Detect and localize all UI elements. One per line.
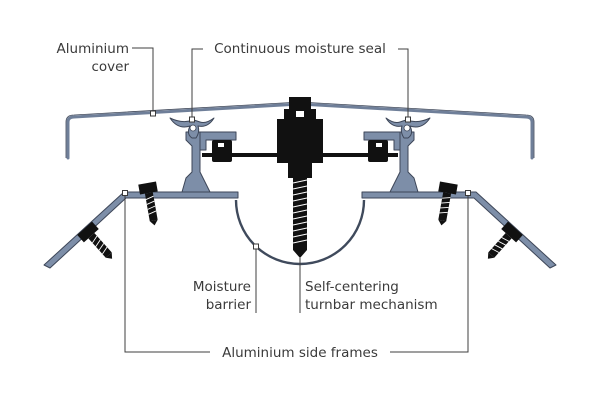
cover-leader: [132, 47, 154, 113]
label-side-frames: Aluminium side frames: [222, 345, 378, 361]
turnbar-thread-lines: [292, 179, 308, 244]
label-barrier-line1: Moisture: [193, 279, 251, 295]
label-cover-line2: cover: [91, 59, 129, 75]
screw-right-inner: [438, 181, 458, 226]
moisture-seal-left: [169, 117, 215, 139]
screw-left-inner: [138, 181, 158, 226]
seal-holder-left: [181, 131, 237, 193]
label-cover-line1: Aluminium: [57, 41, 129, 57]
screw-right-outer: [487, 221, 523, 259]
seal-holder-right: [363, 131, 419, 193]
frames-leader-left: [124, 193, 210, 353]
labels: Aluminium cover Continuous moisture seal…: [57, 41, 438, 361]
anchor-markers: [122, 110, 471, 250]
leader-lines: [124, 47, 469, 353]
label-turnbar-line2: turnbar mechanism: [305, 297, 438, 313]
turnbar-mechanism: [202, 97, 398, 258]
label-moisture-seal: Continuous moisture seal: [214, 41, 386, 57]
seal-leader-right: [398, 48, 409, 119]
moisture-seal-right: [385, 117, 431, 139]
label-barrier-line2: barrier: [206, 297, 252, 313]
seal-leader-left: [191, 48, 203, 119]
frames-leader-right: [390, 193, 469, 353]
side-frame-left: [43, 191, 239, 269]
side-frame-right: [361, 191, 557, 269]
label-turnbar-line1: Self-centering: [305, 279, 399, 295]
screw-left-outer: [77, 221, 113, 259]
